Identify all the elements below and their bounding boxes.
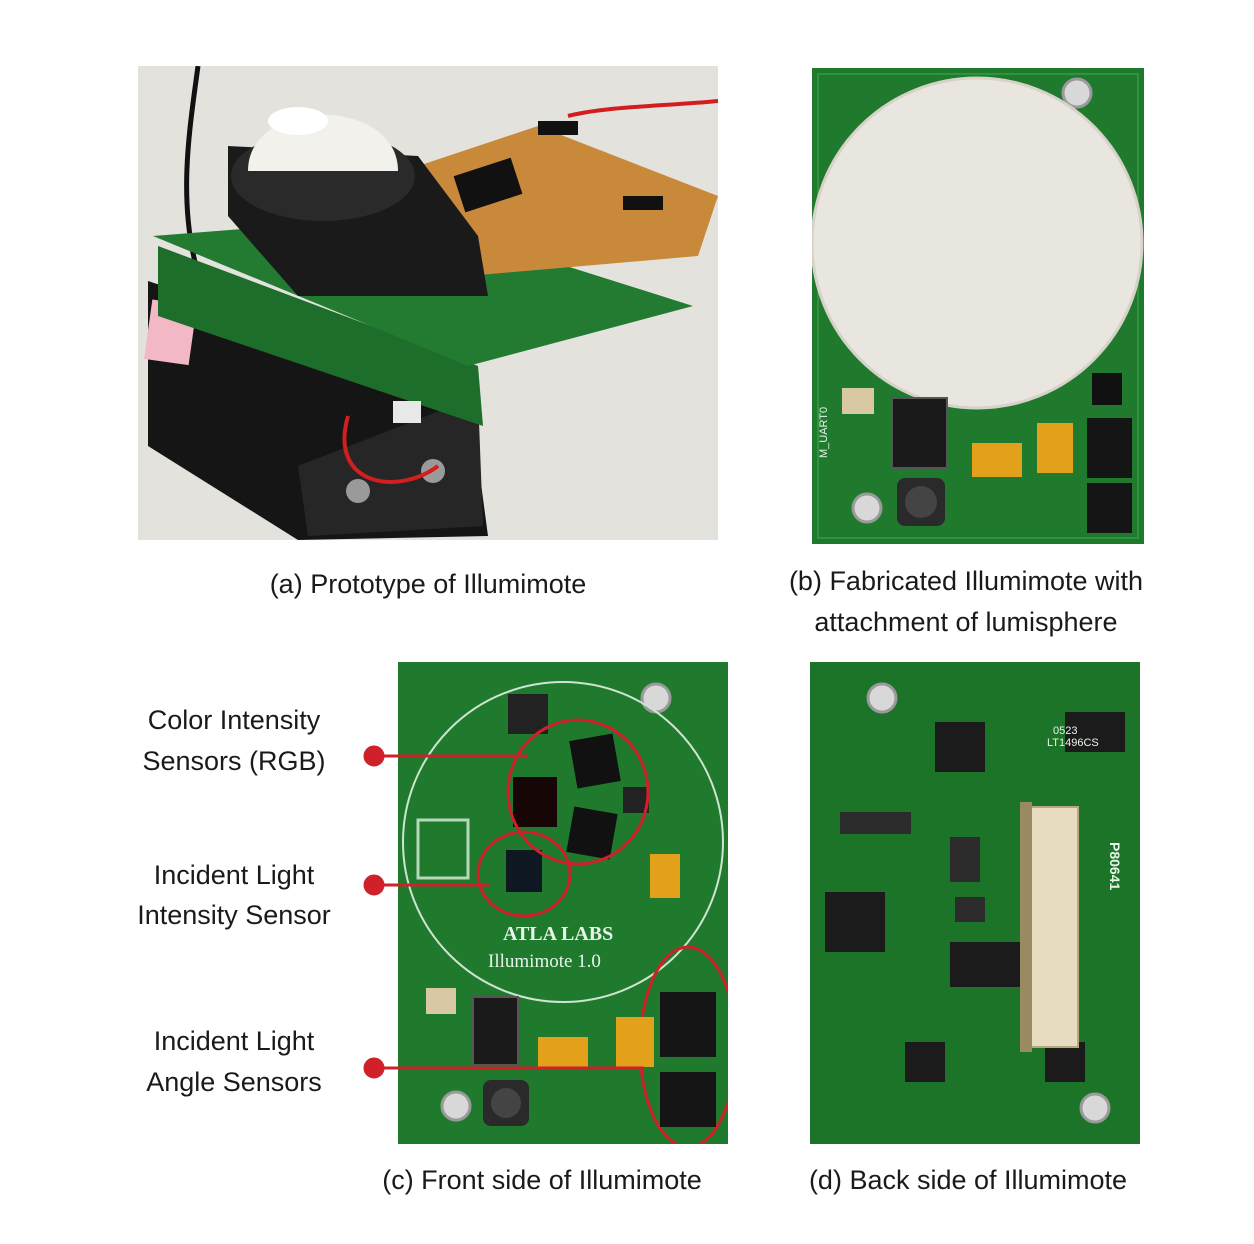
photo-fabricated-with-lumisphere: M_UART0 [812, 68, 1144, 544]
caption-d: (d) Back side of Illumimote [808, 1165, 1128, 1195]
callout-angle-sensors-line2: Angle Sensors [146, 1067, 322, 1097]
part-number-text: P80641 [1107, 842, 1123, 890]
leader-dot-intensity-sensor [363, 874, 385, 896]
callout-intensity-sensor-line2: Intensity Sensor [137, 900, 331, 930]
svg-text:M_UART0: M_UART0 [818, 407, 830, 458]
caption-b-line1: (b) Fabricated Illumimote with [788, 566, 1144, 596]
leader-dot-color-sensors [363, 745, 385, 767]
leader-dot-angle-sensors [363, 1057, 385, 1079]
photo-prototype [138, 66, 718, 540]
photo-back-side: 0523 LT1496CS P80641 [810, 662, 1140, 1144]
chip-label-text: LT1496CS [1047, 737, 1099, 749]
callout-color-sensors-line2: Sensors (RGB) [142, 746, 326, 776]
photo-front-side: ATLA LABS Illumimote 1.0 [398, 662, 728, 1144]
caption-c: (c) Front side of Illumimote [382, 1165, 702, 1195]
callout-angle-sensors-line1: Incident Light [153, 1026, 315, 1056]
chip-code-text: 0523 [1053, 725, 1077, 737]
callout-color-sensors-line1: Color Intensity [147, 705, 321, 735]
caption-b-line2: attachment of lumisphere [814, 607, 1118, 637]
board-model-text: Illumimote 1.0 [488, 951, 601, 972]
callout-intensity-sensor-line1: Incident Light [153, 860, 315, 890]
board-brand-text: ATLA LABS [503, 923, 613, 945]
caption-a: (a) Prototype of Illumimote [269, 569, 587, 599]
